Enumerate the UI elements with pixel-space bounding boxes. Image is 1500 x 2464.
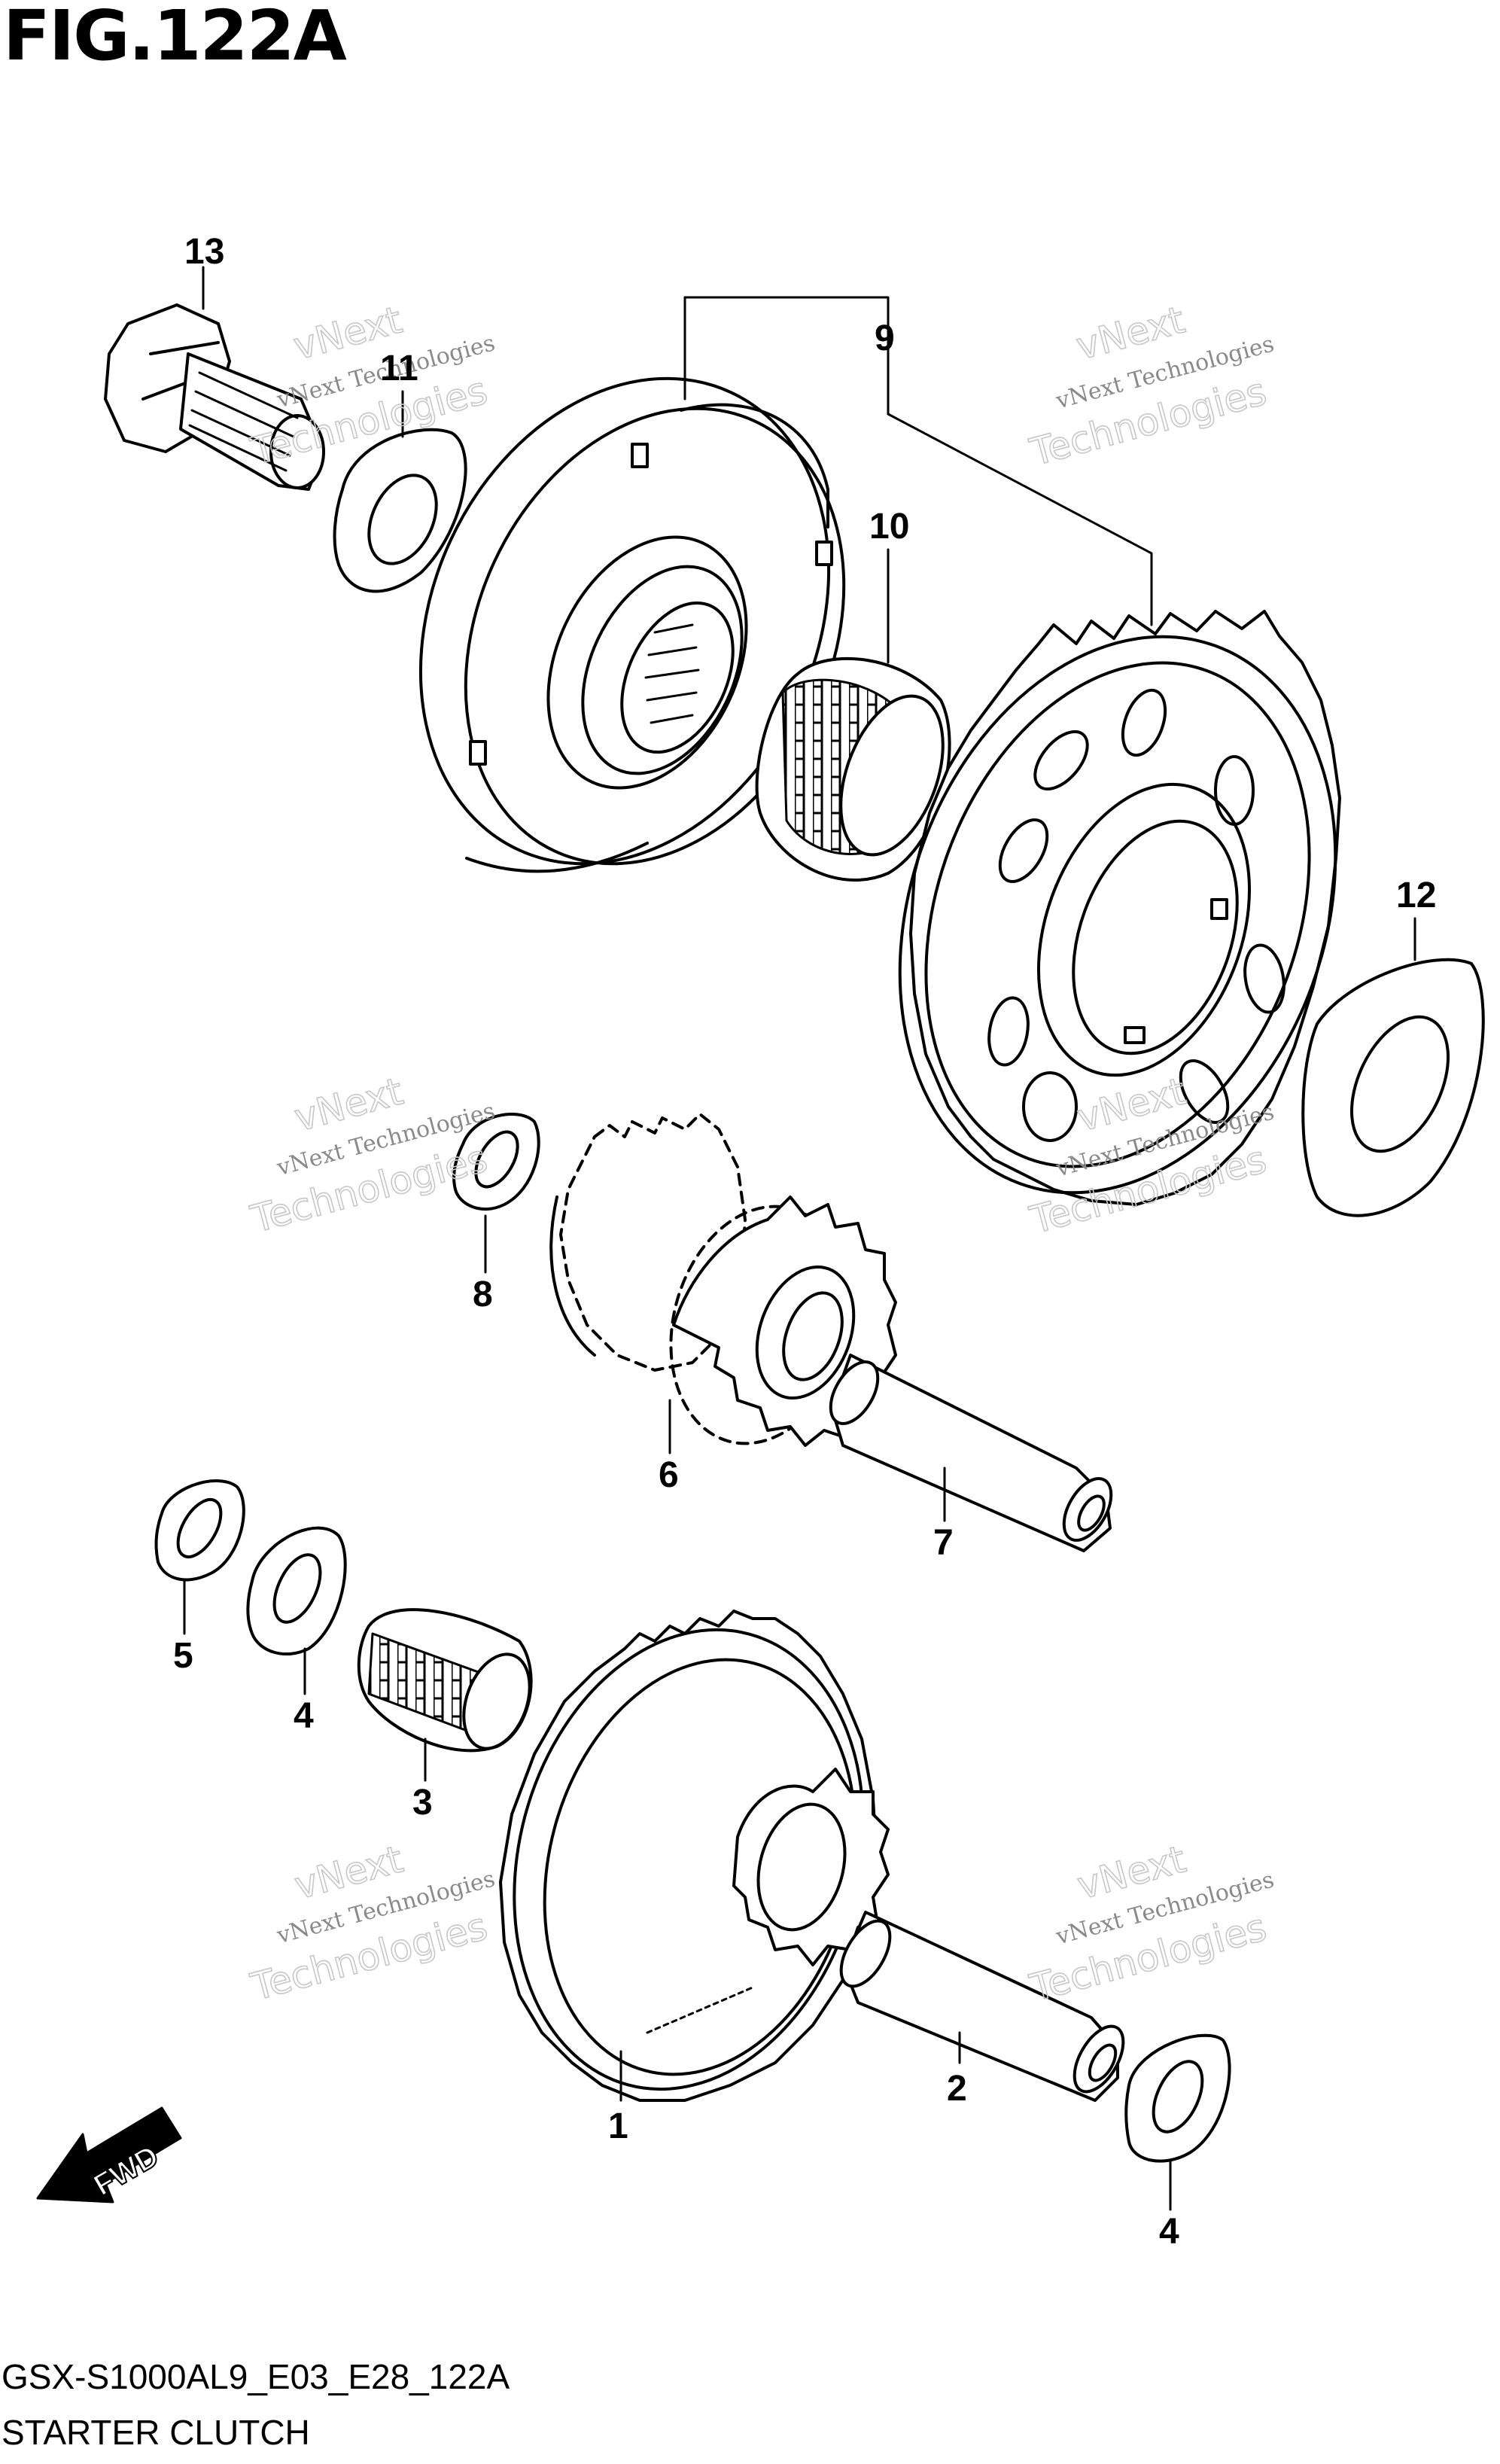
leader-lines [183,266,1416,2211]
washer-part-4-lower [1124,2033,1231,2163]
callout-7: 7 [933,1523,954,1563]
callout-6: 6 [659,1455,679,1495]
watermark-mid-left: vNext vNext Technologies Technologies [245,1069,497,1242]
figure-title: FIG.122A [3,0,347,76]
washer-part-8 [452,1113,540,1211]
callout-2: 2 [947,2069,967,2109]
callout-1: 1 [608,2106,628,2146]
callout-13: 13 [184,232,224,272]
starter-idle-gear-part-1 [499,1610,890,2102]
callout-11: 11 [380,349,418,388]
callout-10: 10 [869,507,909,547]
drawing-name: STARTER CLUTCH [2,2413,310,2452]
shaft-part-2 [839,1911,1125,2102]
callout-4-lower: 4 [1159,2212,1179,2252]
watermark-bottom-left: vNext vNext Technologies Technologies [245,1837,497,2010]
callout-3: 3 [412,1783,433,1823]
washer-part-5 [154,1479,245,1582]
needle-bearing-part-3 [357,1608,533,1753]
washer-part-11 [333,428,467,593]
watermark-top-left: vNext vNext Technologies Technologies [245,297,497,474]
needle-bearing-part-10 [755,656,951,882]
watermark-bottom-right: vNext vNext Technologies Technologies [1025,1837,1277,2011]
callout-4-upper: 4 [294,1696,314,1736]
callout-5: 5 [173,1636,193,1676]
starter-driven-gear [898,610,1341,1206]
watermark-top-right: vNext vNext Technologies Technologies [1025,297,1277,475]
callout-8: 8 [473,1275,493,1314]
washer-part-12 [1301,958,1485,1217]
fwd-arrow-icon: FWD [36,2106,182,2204]
washer-part-4-upper [246,1526,347,1656]
drawing-code: GSX-S1000AL9_E03_E28_122A [2,2357,510,2396]
callout-12: 12 [1396,876,1436,915]
shaft-part-7 [829,1354,1113,1552]
callout-9: 9 [875,318,895,358]
callout-numbers: 13 11 9 10 12 8 6 7 5 4 3 1 2 4 [173,232,1436,2252]
flange-bolt-part-13 [104,303,325,491]
